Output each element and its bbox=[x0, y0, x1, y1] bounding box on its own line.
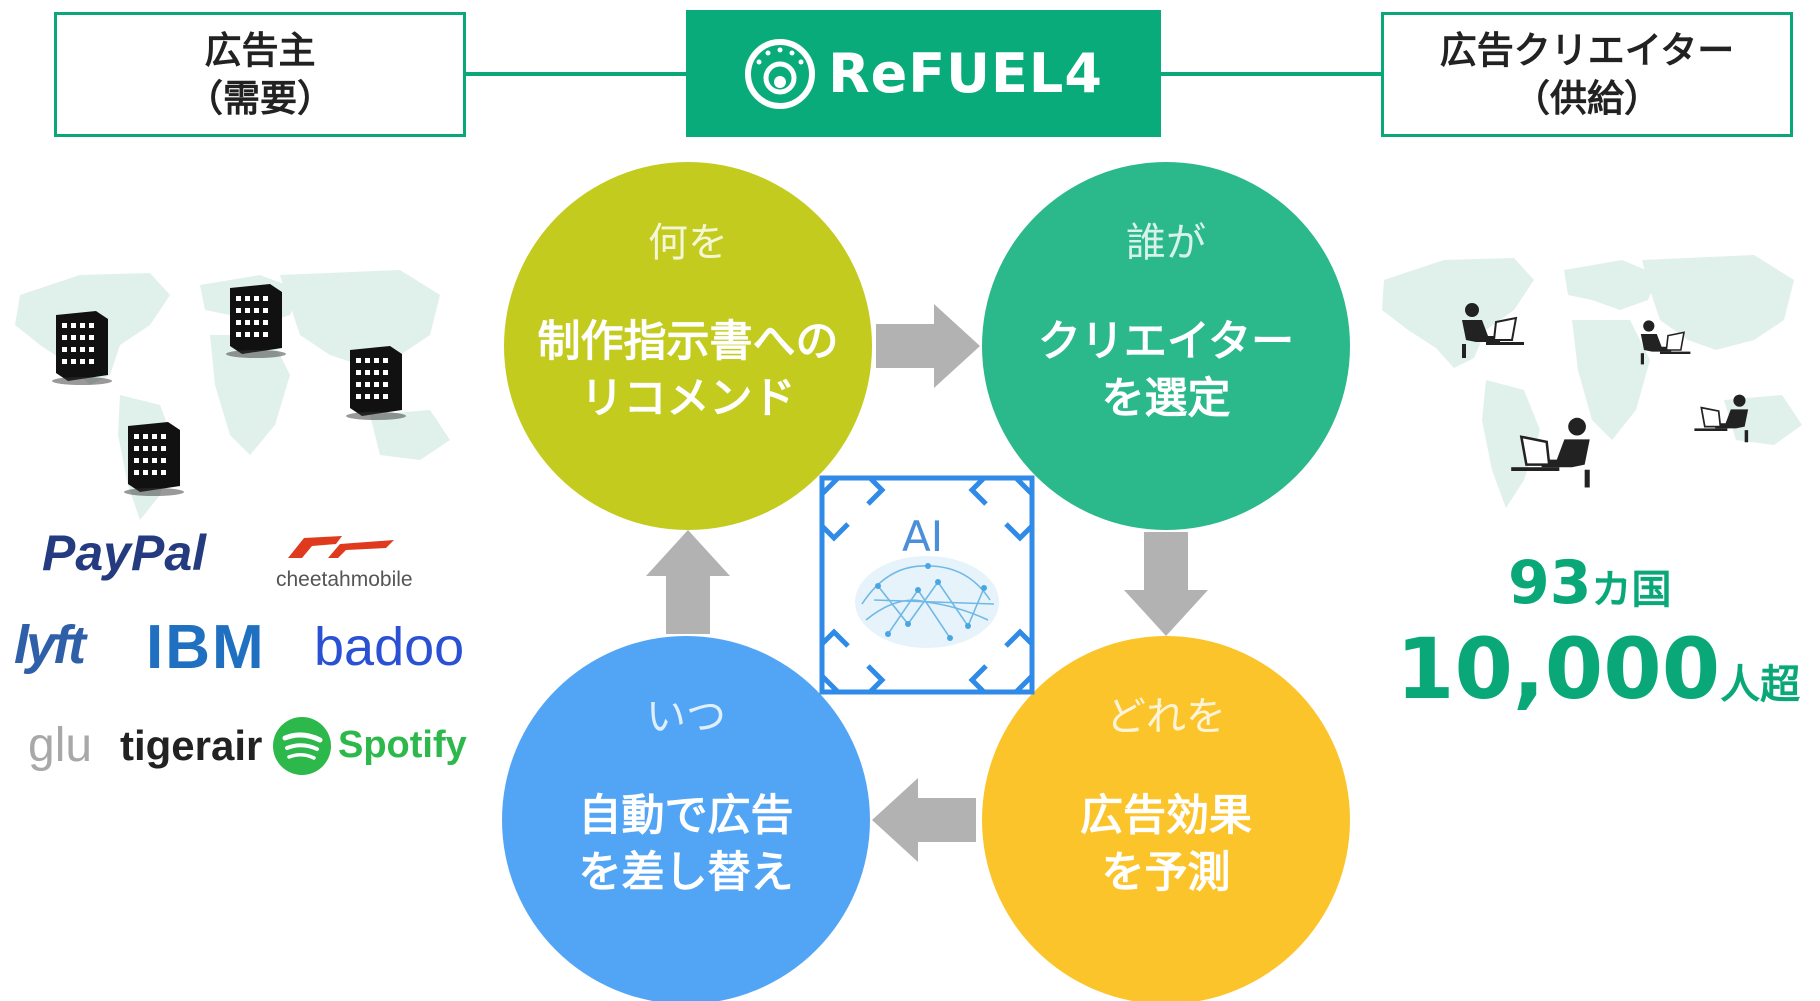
creator-person-icon bbox=[1511, 417, 1590, 488]
ibm-logo: IBM bbox=[146, 613, 266, 682]
step-when-line2: を差し替え bbox=[578, 848, 794, 898]
building-icon bbox=[346, 346, 406, 420]
advertiser-title: 広告主 bbox=[204, 28, 316, 72]
arrow-down-icon bbox=[1124, 532, 1208, 636]
refuel4-logo-icon bbox=[745, 38, 816, 109]
ai-label: AI bbox=[902, 512, 944, 561]
step-who-circle: 誰が クリエイター を選定 bbox=[982, 162, 1350, 530]
creator-world-map bbox=[1382, 255, 1802, 508]
creators-unit: 人超 bbox=[1720, 662, 1801, 708]
creator-person-icon bbox=[1640, 320, 1691, 365]
header-connector-right bbox=[1159, 72, 1384, 76]
badoo-logo: badoo bbox=[314, 616, 464, 678]
creator-title: 広告クリエイター bbox=[1439, 28, 1735, 72]
badoo-text: badoo bbox=[314, 617, 465, 677]
step-when-circle: いつ 自動で広告 を差し替え bbox=[502, 636, 870, 1001]
creators-stat: 10,000人超 bbox=[1396, 620, 1800, 718]
arrow-right-icon bbox=[876, 304, 980, 388]
building-icon bbox=[226, 284, 286, 358]
arrow-left-icon bbox=[872, 778, 976, 862]
creator-box: 広告クリエイター （供給） bbox=[1381, 12, 1793, 137]
advertiser-subtitle-text: （需要） bbox=[186, 76, 334, 120]
header-connector-left bbox=[466, 72, 688, 76]
lyft-logo: lyft bbox=[14, 615, 86, 675]
step-what-line1: 制作指示書への bbox=[537, 317, 839, 367]
spotify-icon bbox=[273, 717, 331, 775]
step-who-line2: を選定 bbox=[1101, 374, 1231, 424]
countries-unit: カ国 bbox=[1591, 567, 1672, 613]
step-when-question: いつ bbox=[646, 694, 726, 740]
building-icon bbox=[52, 311, 112, 385]
step-which-question: どれを bbox=[1106, 694, 1226, 740]
step-which-line2: を予測 bbox=[1101, 848, 1231, 898]
cheetah-mark-icon bbox=[288, 536, 394, 558]
step-which-circle: どれを 広告効果 を予測 bbox=[982, 636, 1350, 1001]
step-who-line1: クリエイター bbox=[1037, 317, 1295, 367]
countries-stat: 93カ国 bbox=[1508, 548, 1672, 618]
glu-logo: glu bbox=[28, 719, 93, 772]
step-what-question: 何を bbox=[648, 220, 728, 266]
creator-person-icon bbox=[1462, 303, 1524, 358]
step-when-line1: 自動で広告 bbox=[578, 791, 794, 841]
brand-box: ReFUEL4 bbox=[686, 10, 1161, 137]
arrow-up-icon bbox=[646, 530, 730, 634]
step-when-answer: 自動で広告 を差し替え bbox=[579, 788, 794, 902]
building-icon bbox=[124, 422, 184, 496]
creator-subtitle: （供給） bbox=[1513, 76, 1661, 120]
paypal-logo: PayPal bbox=[42, 525, 207, 581]
advertiser-box: 広告主 （供給） （需要） bbox=[54, 12, 466, 137]
step-who-answer: クリエイター を選定 bbox=[1038, 314, 1294, 428]
step-which-line1: 広告効果 bbox=[1080, 791, 1252, 841]
step-what-answer: 制作指示書への リコメンド bbox=[538, 314, 839, 428]
tigerair-logo: tigerair bbox=[120, 722, 263, 769]
creators-value: 10,000 bbox=[1396, 620, 1721, 718]
spotify-logo: Spotify bbox=[338, 724, 467, 766]
brand-name: ReFUEL4 bbox=[828, 42, 1103, 105]
step-which-answer: 広告効果 を予測 bbox=[1080, 788, 1252, 902]
step-what-line2: リコメンド bbox=[580, 374, 796, 424]
countries-value: 93 bbox=[1508, 548, 1592, 618]
step-who-question: 誰が bbox=[1126, 220, 1206, 266]
cheetah-logo: cheetahmobile bbox=[276, 568, 413, 591]
ai-frame bbox=[819, 475, 1035, 695]
creator-person-icon bbox=[1694, 394, 1749, 443]
step-what-circle: 何を 制作指示書への リコメンド bbox=[504, 162, 872, 530]
